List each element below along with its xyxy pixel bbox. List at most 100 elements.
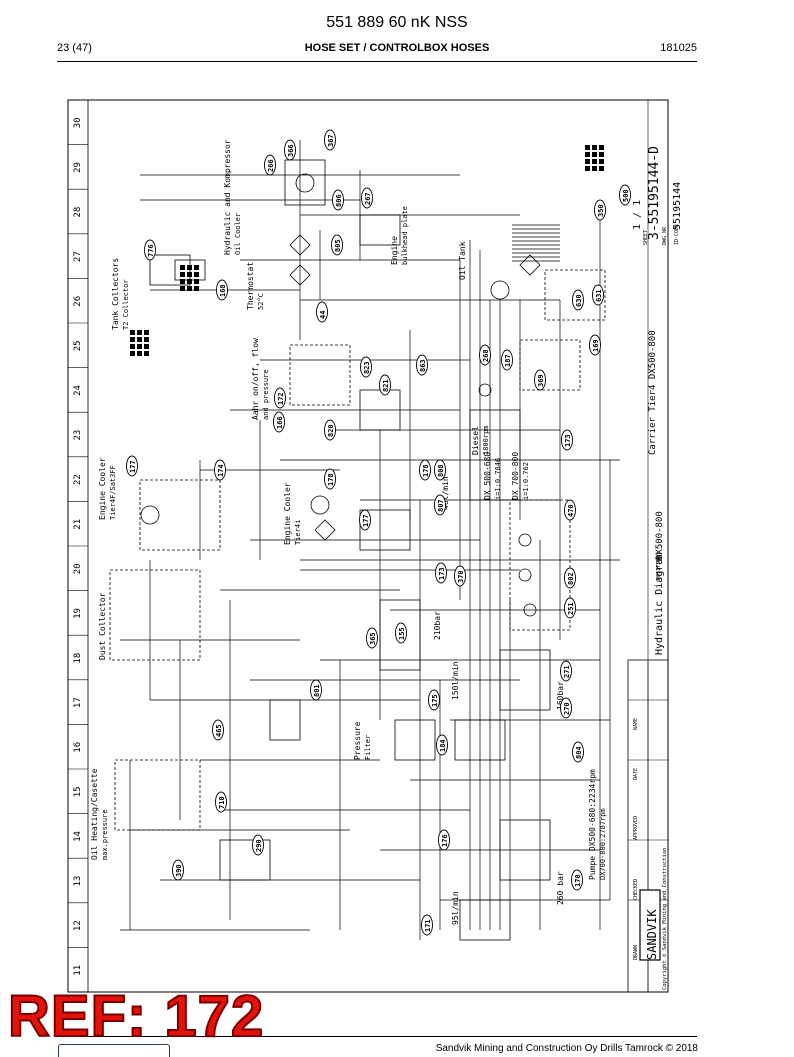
- callout-number: 169: [592, 339, 600, 352]
- title-block-label: DWG NR: [662, 226, 668, 245]
- callout-number: 174: [217, 464, 225, 477]
- callout-number: 367: [327, 134, 335, 147]
- callout-802: 802: [564, 567, 576, 589]
- callout-number: 465: [215, 724, 223, 737]
- callout-number: 168: [219, 284, 227, 297]
- callout-number: 369: [537, 374, 545, 387]
- callout-number: 821: [382, 379, 390, 392]
- callout-44: 44: [316, 301, 328, 323]
- component-sublabel-thermostat: 52°C: [257, 293, 265, 310]
- callout-370: 370: [454, 565, 466, 587]
- grid-column-number: 18: [73, 653, 83, 664]
- component-label-dust_collector: Dust Collector: [98, 592, 107, 660]
- callout-number: 863: [419, 359, 427, 372]
- drawing-number: 3-55195144-D: [647, 146, 662, 240]
- page-title: HOSE SET / CONTROLBOX HOSES: [304, 42, 490, 54]
- callout-806: 806: [332, 189, 344, 211]
- callout-465: 465: [212, 719, 224, 741]
- callout-number: 187: [504, 354, 512, 367]
- footer-copyright: Sandvik Mining and Construction Oy Drill…: [435, 1043, 698, 1054]
- component-label-flow3: 95l/min: [451, 891, 460, 925]
- sandvik-logo-icon: [58, 1044, 170, 1057]
- grid-column-number: 21: [73, 519, 83, 530]
- callout-823: 823: [360, 356, 372, 378]
- callout-174: 174: [214, 459, 226, 481]
- hydraulic-symbols: [109, 145, 606, 941]
- id-code: 55195144: [672, 182, 683, 230]
- callout-171: 171: [421, 914, 433, 936]
- callout-807: 807: [434, 494, 446, 516]
- callout-number: 470: [567, 504, 575, 517]
- component-sublabel-aahr: and pressure: [262, 369, 270, 420]
- callout-number: 390: [175, 864, 183, 877]
- title-block-label: DRAWN: [633, 945, 639, 960]
- callout-367: 367: [324, 129, 336, 151]
- component-sublabel-oil_heating: max.pressure: [101, 809, 109, 860]
- title-block-label: DATE: [633, 768, 639, 780]
- drawing-title: Hydraulic Diagram: [654, 553, 665, 655]
- grid-column-number: 11: [73, 965, 83, 976]
- callout-number: 802: [567, 572, 575, 585]
- callout-number: 807: [437, 499, 445, 512]
- grid-column-number: 16: [73, 742, 83, 753]
- revision-code: 181025: [660, 42, 697, 54]
- callout-number: 710: [218, 796, 226, 809]
- callout-820: 820: [324, 419, 336, 441]
- callout-470: 470: [564, 499, 576, 521]
- ref-stamp: REF: 172: [7, 984, 265, 1049]
- callout-number: 267: [364, 192, 372, 205]
- callout-number: 366: [287, 144, 295, 157]
- component-label-engine_bulk: Engine: [390, 236, 399, 265]
- grid-column-number: 17: [73, 697, 83, 708]
- component-label-engine_cooler_tier4i: Engine Cooler: [283, 482, 292, 545]
- callout-number: 178: [422, 464, 430, 477]
- callout-number: 370: [457, 570, 465, 583]
- component-label-flow2: 150l/min: [451, 661, 460, 700]
- component-label-aahr: Aahr on/off, flow: [251, 338, 260, 420]
- callout-630: 630: [572, 289, 584, 311]
- grid-column-number: 27: [73, 251, 83, 262]
- callout-390: 390: [172, 859, 184, 881]
- diagram-frame: [67, 99, 669, 993]
- title-block-label: NAME: [633, 718, 639, 730]
- grid-column-number: 23: [73, 430, 83, 441]
- component-label-diesel: Diesel: [471, 426, 480, 455]
- callout-863: 863: [416, 354, 428, 376]
- title-block-label: POSITION: [656, 556, 662, 580]
- component-label-hyd_comp: Hydraulic and Kompressor: [223, 139, 232, 255]
- callout-number: 806: [335, 194, 343, 207]
- callout-number: 631: [595, 289, 603, 302]
- callout-267: 267: [361, 187, 373, 209]
- callout-271: 271: [560, 660, 572, 682]
- component-label-oil_tank: Oil Tank: [458, 241, 467, 280]
- sheet-number: 1 / 1: [632, 200, 643, 230]
- callout-number: 184: [439, 739, 447, 752]
- component-label-dx_ratio: DX 500-680: [483, 452, 492, 500]
- callout-number: 804: [575, 746, 583, 759]
- grid-column-number: 13: [73, 876, 83, 887]
- callout-168: 168: [216, 279, 228, 301]
- doc-number: 551 889 60 nK NSS: [326, 14, 468, 31]
- callout-801: 801: [310, 679, 322, 701]
- callout-number: 270: [563, 702, 571, 715]
- callout-270: 270: [560, 697, 572, 719]
- callout-number: 155: [398, 627, 406, 640]
- callout-776: 776: [144, 239, 156, 261]
- callout-166: 166: [273, 411, 285, 433]
- callout-number: 801: [313, 684, 321, 697]
- grid-column-number: 29: [73, 162, 83, 173]
- grid-column-number: 19: [73, 608, 83, 619]
- callout-173: 173: [435, 562, 447, 584]
- callout-number: 266: [267, 159, 275, 172]
- callout-176: 176: [438, 829, 450, 851]
- title-block-label: CHECKED: [633, 879, 639, 900]
- component-label-dx_ratio2: DX 700-800: [511, 452, 520, 500]
- component-sublabel-pressure_filter: Filter: [364, 735, 372, 760]
- model-name: DX500-800: [655, 511, 665, 560]
- callout-184: 184: [436, 734, 448, 756]
- callout-number: 173: [564, 434, 572, 447]
